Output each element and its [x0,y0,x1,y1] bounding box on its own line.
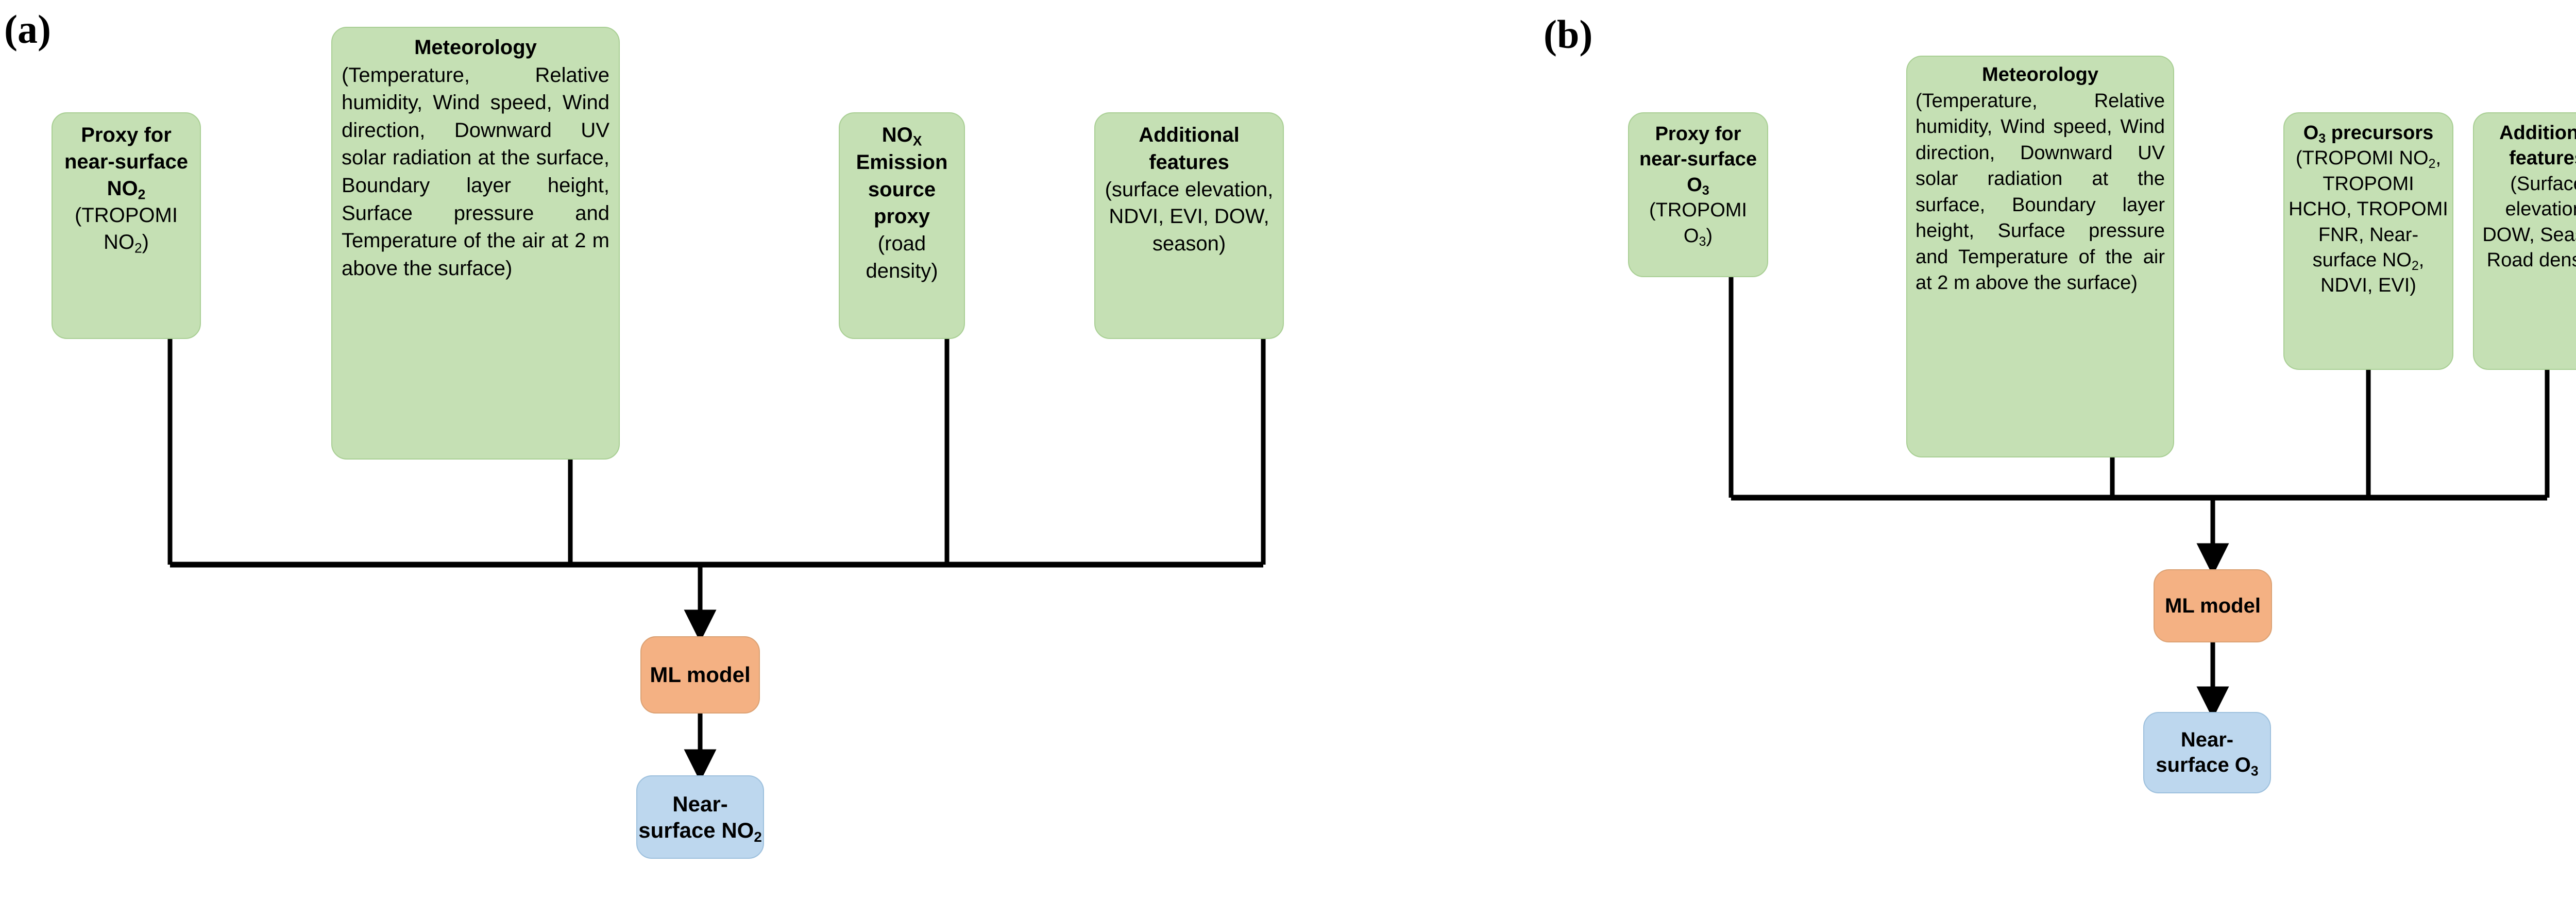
subscript: 3 [2250,763,2259,779]
panel-b-node-additional-features[interactable]: Additional features (Surface elevation, … [2473,112,2576,370]
panel-b-precursors-body: (TROPOMI NO2, TROPOMI HCHO, TROPOMI FNR,… [2289,147,2448,297]
panel-a-meteorology-body: (Temperature, Relative humidity, Wind sp… [342,63,609,280]
panel-b-meteorology-body: (Temperature, Relative humidity, Wind sp… [1916,90,2165,294]
panel-b-additional-title: Additional features [2499,122,2576,169]
panel-a-meteorology-title: Meteorology [414,36,537,59]
panel-b-node-proxy[interactable]: Proxy for near-surface O3 (TROPOMI O3) [1628,112,1768,277]
panel-b-proxy-body: (TROPOMI O3) [1649,199,1747,249]
panel-b-node-o3-precursors[interactable]: O3 precursors (TROPOMI NO2, TROPOMI HCHO… [2283,112,2453,370]
panel-a-node-ml-model[interactable]: ML model [640,636,760,714]
subscript: X [912,133,922,149]
panel-a-node-output[interactable]: Near-surface NO2 [636,775,764,859]
subscript: 3 [1699,234,1706,249]
panel-b-proxy-title: Proxy for near-surface O3 [1639,123,1757,198]
subscript: 2 [138,186,146,202]
subscript: 3 [1702,183,1709,198]
subscript: 2 [134,240,142,256]
panel-b-ml-label: ML model [2165,595,2261,617]
panel-a-node-proxy[interactable]: Proxy for near-surface NO2 (TROPOMI NO2) [52,112,201,339]
panel-b-node-meteorology[interactable]: Meteorology (Temperature, Relative humid… [1906,56,2174,457]
panel-a-proxy-body: (TROPOMI NO2) [75,204,178,256]
panel-b-node-ml-model[interactable]: ML model [2154,569,2272,642]
panel-b-label: (b) [1544,12,1593,57]
panel-a-node-emission-source-proxy[interactable]: NOX Emission source proxy (road density) [839,112,965,339]
panel-a-node-additional-features[interactable]: Additional features (surface elevation, … [1094,112,1284,339]
panel-a-label: (a) [4,7,51,52]
panel-a-additional-body: (surface elevation, NDVI, EVI, DOW, seas… [1105,178,1274,256]
panel-a-additional-title: Additional features [1139,124,1240,174]
subscript: 2 [2411,258,2419,273]
panel-a-emission-body: (road density) [866,232,938,282]
panel-a-output-label: Near-surface NO2 [638,791,762,845]
subscript: 2 [754,828,762,845]
panel-a-node-meteorology[interactable]: Meteorology (Temperature, Relative humid… [331,27,620,460]
panel-b-output-label: Near-surface O3 [2156,728,2259,779]
panel-a-proxy-title: Proxy for near-surface NO2 [64,124,189,202]
panel-a-ml-label: ML model [650,662,751,687]
panel-b-node-output[interactable]: Near-surface O3 [2143,712,2271,793]
panel-a-emission-title: NOX Emission source proxy [856,124,948,228]
panel-b-precursors-title: O3 precursors [2303,122,2434,146]
panel-b-meteorology-title: Meteorology [1982,64,2098,86]
panel-b-additional-body: (Surface elevation, DOW, Season, Road de… [2482,173,2576,271]
subscript: 2 [2428,157,2436,172]
subscript: 3 [2318,131,2326,146]
